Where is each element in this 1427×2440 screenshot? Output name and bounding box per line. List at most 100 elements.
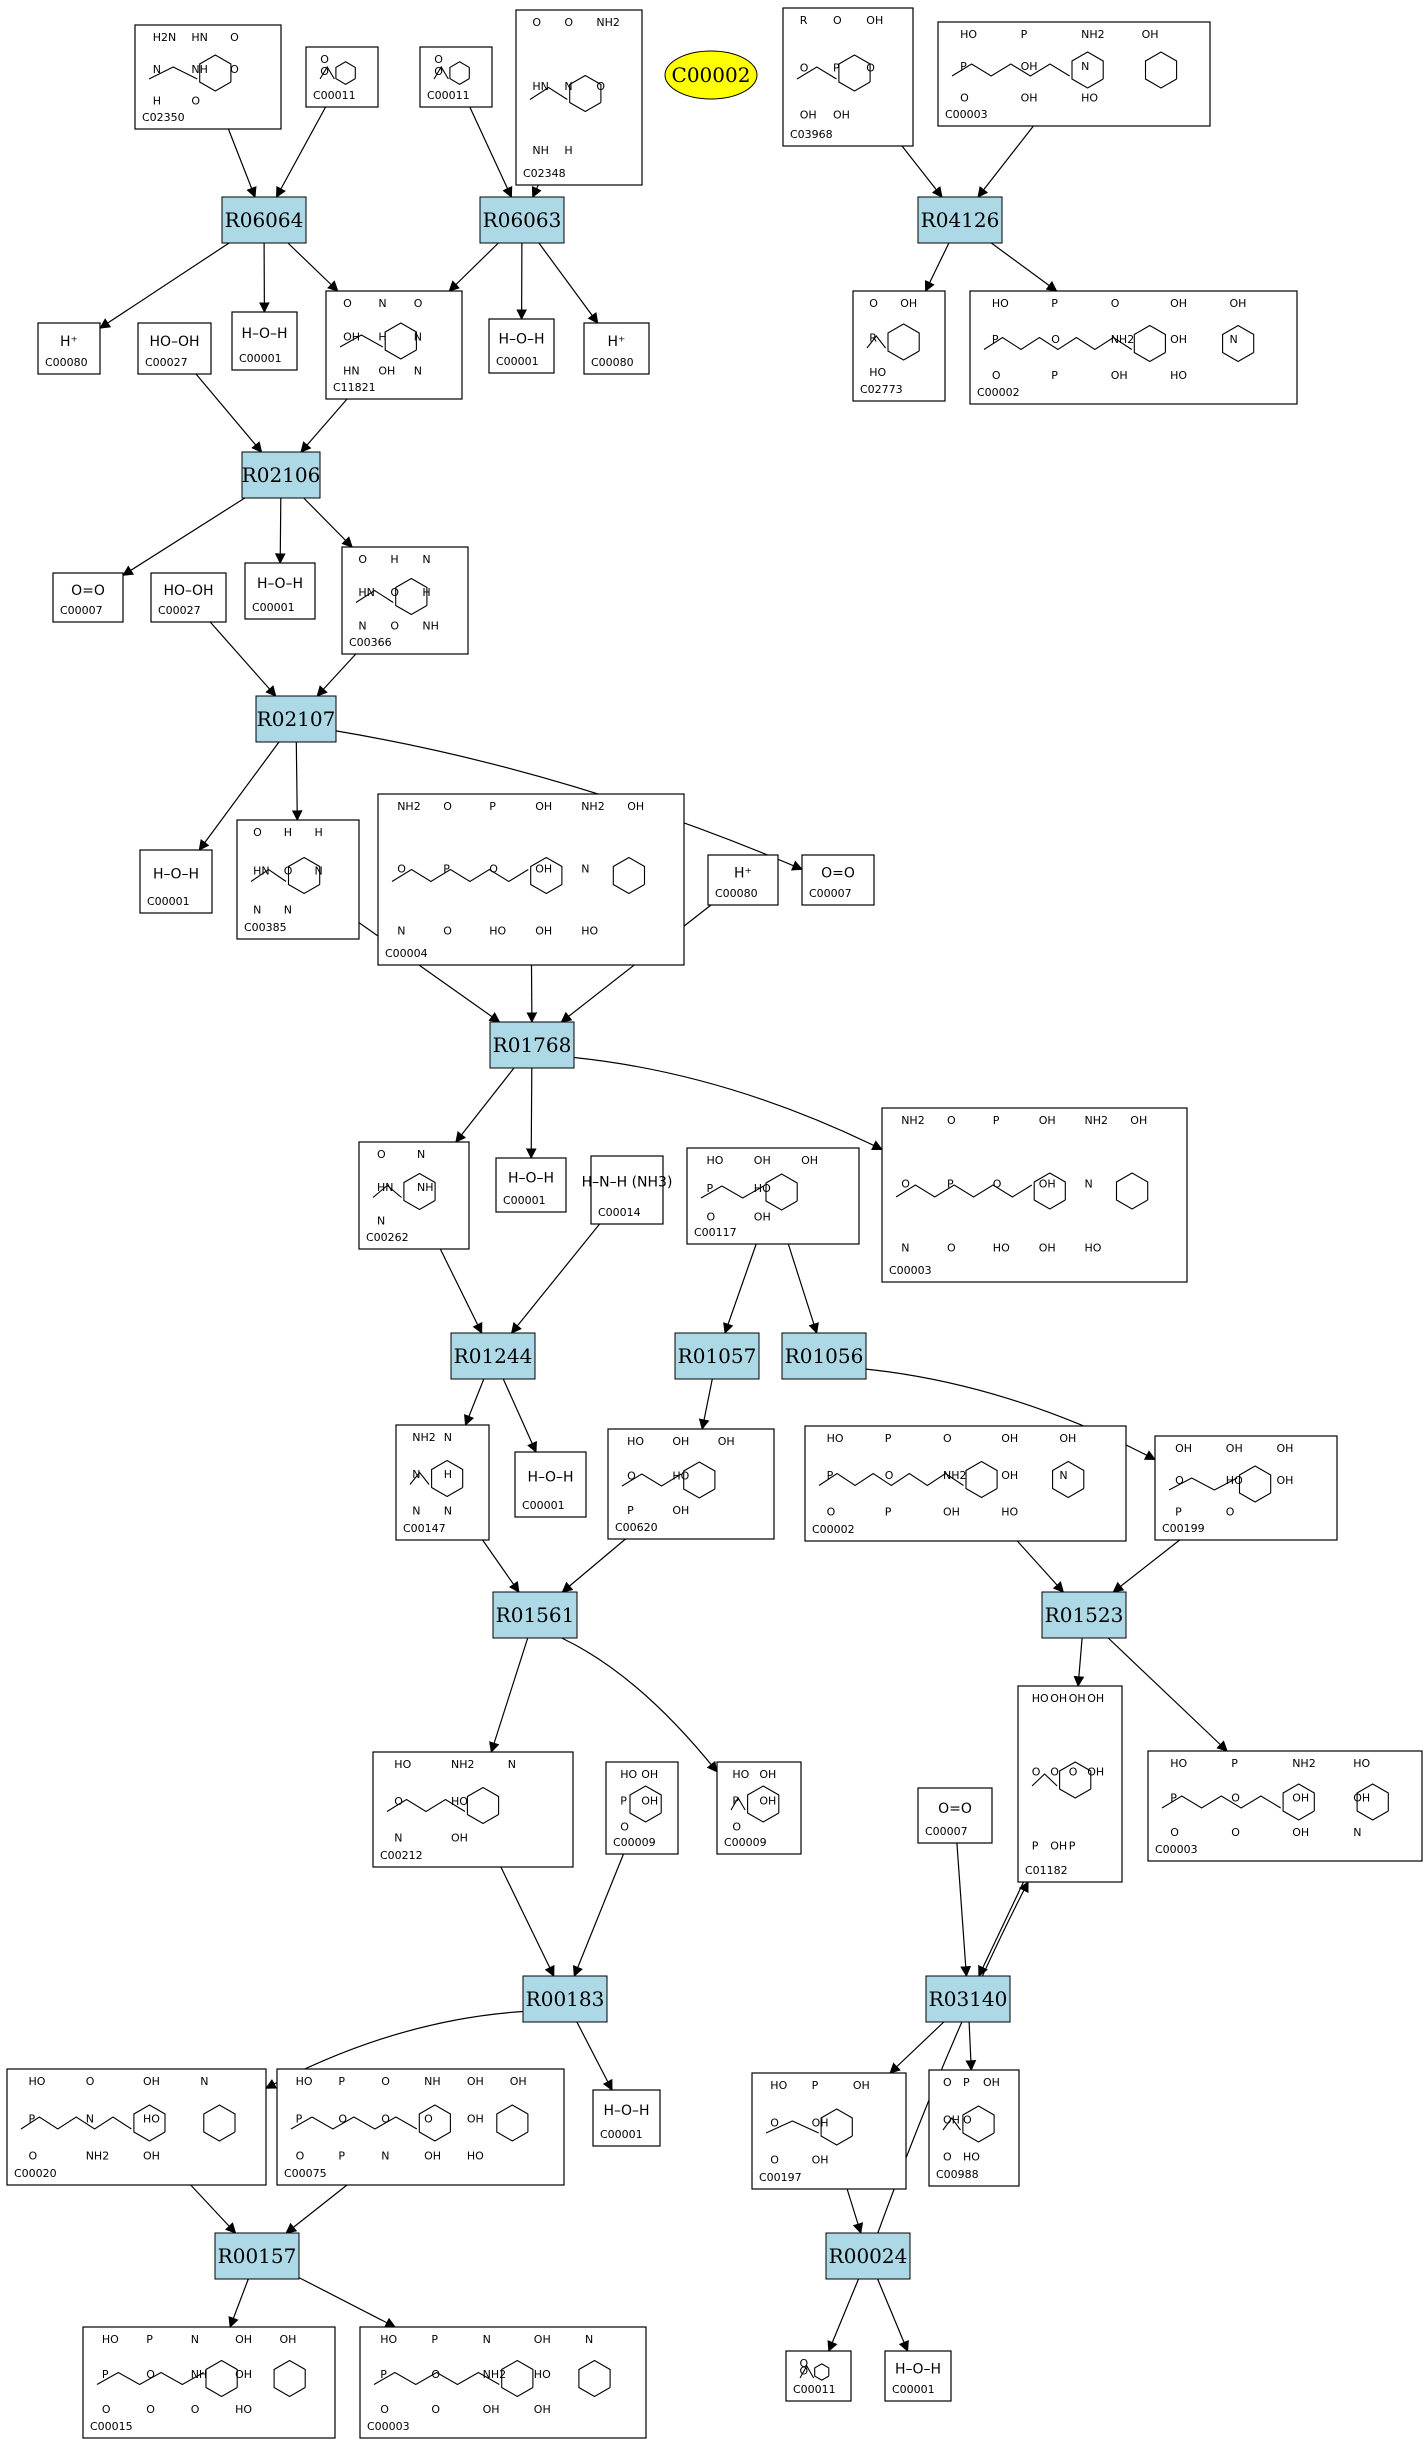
reaction-box (492, 1591, 578, 1639)
edge-r5-c24 (525, 1067, 537, 1160)
atom-label: O (627, 1470, 636, 1483)
compound-box (1147, 1750, 1423, 1862)
compound-box (6, 2068, 267, 2186)
atom-label: O (866, 61, 875, 74)
reaction-node-R03140[interactable]: R03140 (925, 1975, 1011, 2023)
atom-label: NH2 (483, 2368, 507, 2381)
atom-label: HN (191, 31, 208, 44)
atom-label: OH (800, 109, 817, 122)
edge-c26-r7 (723, 1243, 757, 1335)
atom-label: P (963, 2076, 970, 2089)
reaction-node-R02107[interactable]: R02107 (255, 695, 337, 743)
reaction-node-R01244[interactable]: R01244 (450, 1332, 536, 1380)
target-compound-marker[interactable]: C00002 (664, 50, 758, 100)
reaction-node-R01561[interactable]: R01561 (492, 1591, 578, 1639)
reaction-node-R01768[interactable]: R01768 (489, 1021, 575, 1069)
atom-label: O (1069, 1766, 1078, 1779)
edge-c4-r2 (901, 145, 943, 198)
compound-id: C00620 (615, 1521, 658, 1534)
reaction-node-R00157[interactable]: R00157 (214, 2232, 300, 2280)
atom-label: OH (1087, 1692, 1104, 1705)
reaction-node-R04126[interactable]: R04126 (917, 196, 1003, 244)
atom-label: HO (467, 2150, 484, 2163)
compound-id: C03968 (790, 128, 833, 141)
reaction-node-R00024[interactable]: R00024 (825, 2232, 911, 2280)
compound-box (231, 311, 298, 371)
atom-label: P (380, 2368, 387, 2381)
compound-id: C00011 (427, 89, 470, 102)
reaction-node-R00183[interactable]: R00183 (522, 1975, 608, 2023)
edge-r2-c12 (924, 242, 950, 292)
reaction-node-R01523[interactable]: R01523 (1041, 1591, 1127, 1639)
atom-label: OH (983, 2076, 1000, 2089)
atom-label: NH (417, 1181, 434, 1194)
atom-label: OH (759, 1794, 776, 1807)
atom-label: OH (627, 800, 644, 813)
reaction-node-R06064[interactable]: R06064 (221, 196, 307, 244)
atom-label: OH (833, 109, 850, 122)
atom-label: NH2 (86, 2150, 110, 2163)
edge-r11-c41 (576, 2021, 613, 2091)
reaction-node-R01056[interactable]: R01056 (781, 1332, 867, 1380)
reaction-node-R01057[interactable]: R01057 (674, 1332, 760, 1380)
reaction-box (781, 1332, 867, 1380)
atom-label: O (943, 2076, 952, 2089)
atom-label: P (620, 1794, 627, 1807)
reaction-node-R02106[interactable]: R02106 (241, 451, 321, 499)
reaction-node-R06063[interactable]: R06063 (479, 196, 565, 244)
compound-id: C00004 (385, 947, 428, 960)
reaction-box (825, 2232, 911, 2280)
